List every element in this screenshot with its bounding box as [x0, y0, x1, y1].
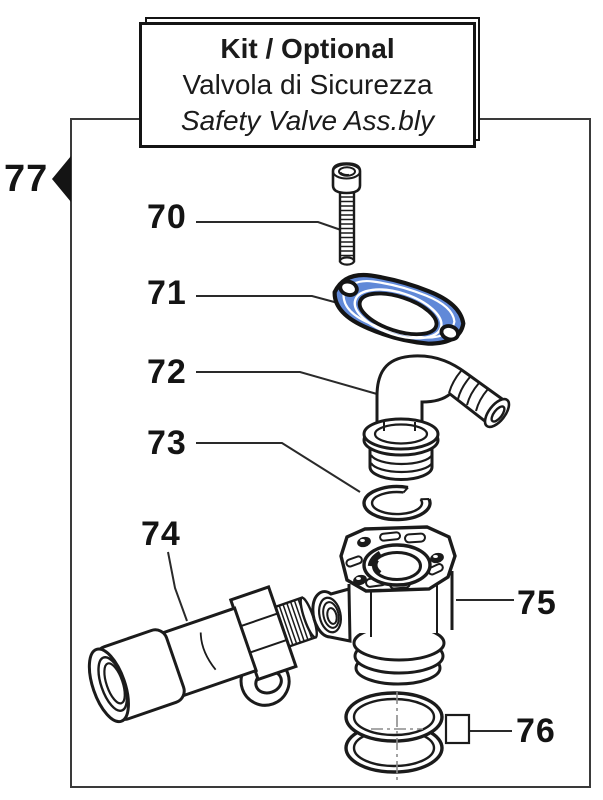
title-english: Safety Valve Ass.bly — [180, 105, 435, 136]
part-label-73: 73 — [147, 424, 187, 462]
safety-valve-drawing — [87, 585, 318, 724]
leader-lines — [167, 221, 514, 732]
leader-line-74 — [167, 551, 188, 622]
part-label-70: 70 — [147, 198, 187, 236]
leader-line-71 — [196, 295, 339, 304]
part-label-75: 75 — [517, 584, 557, 622]
o-ring-pair-drawing — [344, 691, 471, 774]
valve-housing-drawing — [311, 525, 457, 686]
part-label-71: 71 — [147, 274, 187, 312]
kit-title: Kit / Optional — [220, 33, 395, 64]
screw-drawing — [331, 162, 362, 266]
leader-line-70 — [196, 221, 342, 231]
centerline — [371, 692, 423, 783]
leader-line-73 — [196, 442, 361, 493]
part-label-76: 76 — [516, 712, 556, 750]
kit-arrow-icon — [52, 156, 71, 202]
elbow-fitting-drawing — [362, 354, 511, 481]
gasket-drawing — [332, 272, 466, 346]
part-label-77: 77 — [4, 158, 49, 200]
part-label-74: 74 — [141, 515, 181, 553]
leader-line-72 — [196, 371, 378, 395]
title-box: Kit / Optional Valvola di Sicurezza Safe… — [139, 22, 476, 148]
title-italian: Valvola di Sicurezza — [182, 69, 433, 100]
callout-bracket — [444, 713, 471, 745]
part-label-72: 72 — [147, 353, 187, 391]
o-ring-drawing — [362, 484, 432, 522]
